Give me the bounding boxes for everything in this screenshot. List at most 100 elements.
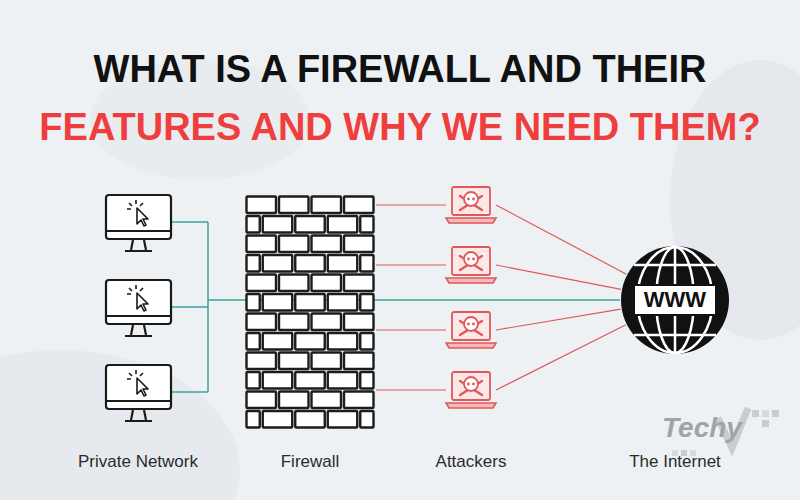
skull xyxy=(464,377,478,391)
laptop-screen xyxy=(452,247,490,275)
brick xyxy=(263,294,293,311)
monitor-stand xyxy=(125,240,152,251)
column-label-box: The Internet xyxy=(585,452,765,472)
brick xyxy=(360,333,373,350)
logo-square xyxy=(752,410,759,417)
attack-line xyxy=(496,325,626,390)
brick xyxy=(360,255,373,272)
brick xyxy=(360,294,373,311)
background-blob xyxy=(0,350,240,500)
skull-eye xyxy=(467,198,470,201)
brick xyxy=(279,392,309,409)
attack-line xyxy=(496,265,621,289)
click-rays xyxy=(127,200,143,209)
lan-wire xyxy=(172,221,208,223)
monitor-bezel xyxy=(106,230,171,232)
brick xyxy=(312,236,342,253)
cursor xyxy=(137,208,148,226)
skull xyxy=(464,192,478,206)
brick xyxy=(247,197,277,214)
monitor-bezel xyxy=(106,315,171,317)
brick xyxy=(328,333,358,350)
brick xyxy=(328,411,358,428)
attack-line xyxy=(376,329,446,330)
brick xyxy=(328,372,358,389)
brick xyxy=(247,216,260,233)
monitor xyxy=(106,365,171,409)
brick xyxy=(247,314,277,331)
attack-line xyxy=(376,264,446,265)
brick xyxy=(328,294,358,311)
cursor xyxy=(137,293,148,311)
brick xyxy=(360,372,373,389)
brick xyxy=(263,255,293,272)
title-line-accent: FEATURES AND WHY WE NEED THEM? xyxy=(39,106,760,148)
laptop-base xyxy=(446,218,496,223)
skull-eye xyxy=(472,198,475,201)
skull-eye xyxy=(467,383,470,386)
brick xyxy=(328,216,358,233)
skull-eye xyxy=(472,323,475,326)
monitor-stand xyxy=(125,325,152,336)
attack-line xyxy=(376,389,446,390)
logo-square xyxy=(762,420,769,427)
title-line-accent-box: FEATURES AND WHY WE NEED THEM? xyxy=(0,108,800,146)
brick xyxy=(344,392,374,409)
brick xyxy=(312,314,342,331)
laptop-screen xyxy=(452,187,490,215)
globe-parallel xyxy=(634,264,716,267)
attack-line xyxy=(496,205,626,274)
brick xyxy=(247,236,277,253)
lan-wire xyxy=(172,306,208,308)
brick xyxy=(263,333,293,350)
brick xyxy=(263,372,293,389)
brick xyxy=(344,353,374,370)
skull xyxy=(464,252,478,266)
brick xyxy=(295,294,325,311)
skull-eye xyxy=(472,383,475,386)
brick xyxy=(247,333,260,350)
cursor xyxy=(137,378,148,396)
title-line: WHAT IS A FIREWALL AND THEIR xyxy=(0,50,800,88)
brick xyxy=(328,255,358,272)
brick xyxy=(247,392,277,409)
column-label-box: Firewall xyxy=(220,452,400,472)
globe-label: WWW xyxy=(620,289,730,311)
brick xyxy=(360,411,373,428)
brick xyxy=(344,197,374,214)
attacker-icon xyxy=(446,247,496,283)
computer-icons xyxy=(106,195,171,421)
attacker-icon xyxy=(446,312,496,348)
computer-icon xyxy=(106,195,171,251)
brick xyxy=(247,353,277,370)
laptop-screen xyxy=(452,312,490,340)
brick xyxy=(312,275,342,292)
attacker-icon xyxy=(446,372,496,408)
computer-icon xyxy=(106,280,171,336)
column-label: Attackers xyxy=(436,452,507,471)
brick xyxy=(247,294,260,311)
monitor xyxy=(106,195,171,239)
brick xyxy=(247,275,277,292)
skull xyxy=(464,317,478,331)
brick xyxy=(247,411,260,428)
brick xyxy=(295,255,325,272)
attacker-icon xyxy=(446,187,496,223)
brick xyxy=(295,333,325,350)
laptop-base xyxy=(446,343,496,348)
skull-eye xyxy=(467,323,470,326)
brick xyxy=(279,236,309,253)
column-label-box: Private Network xyxy=(48,452,228,472)
watermark-logo: Techy xyxy=(662,412,742,443)
monitor-bezel xyxy=(106,400,171,402)
title-text: WHAT IS A FIREWALL AND THEIR xyxy=(94,48,707,90)
attack-line xyxy=(376,204,446,205)
skull-eye xyxy=(472,258,475,261)
lan-bus xyxy=(207,222,209,392)
attacker-icons xyxy=(446,187,496,408)
brick xyxy=(295,372,325,389)
logo-square xyxy=(762,410,769,417)
firewall-wall xyxy=(247,197,374,428)
brick xyxy=(263,216,293,233)
monitor xyxy=(106,280,171,324)
